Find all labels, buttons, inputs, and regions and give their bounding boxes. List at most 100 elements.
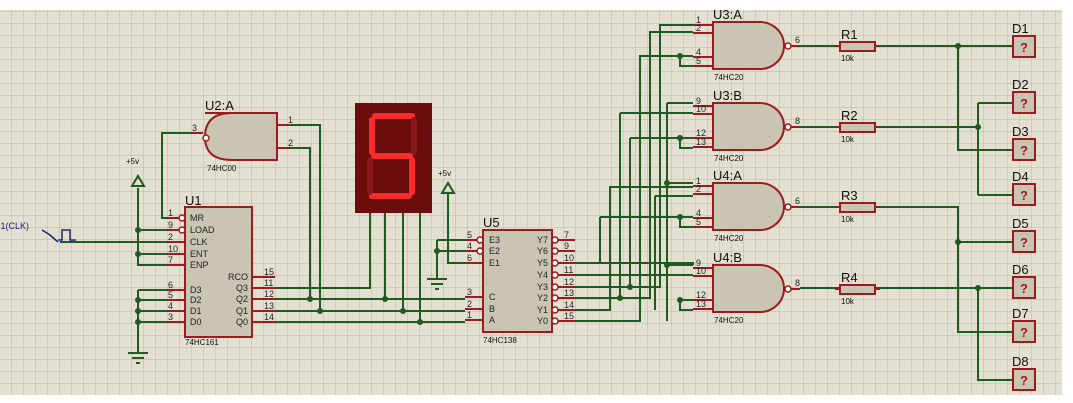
- component-ref: U4:B: [713, 250, 742, 265]
- probe-label: D3: [1012, 124, 1029, 139]
- resistor-value: 10k: [841, 54, 855, 63]
- probe-state: ?: [1020, 96, 1028, 111]
- logic-probe-d2[interactable]: D2?: [1012, 77, 1036, 114]
- power-terminal-u5[interactable]: +5v: [438, 169, 456, 194]
- pin-number: 1: [288, 115, 293, 125]
- pin-number: 5: [467, 230, 472, 240]
- part-number: 74HC20: [714, 73, 744, 82]
- part-number: 74HC00: [207, 164, 237, 173]
- probe-label: D1: [1012, 21, 1029, 36]
- logic-probe-d5[interactable]: D5?: [1012, 216, 1036, 253]
- part-number: 74HC20: [714, 316, 744, 325]
- ground-icon: [427, 278, 447, 290]
- pin-number: 12: [564, 277, 574, 287]
- pin-number: 10: [696, 266, 706, 276]
- part-number: 74HC20: [714, 154, 744, 163]
- probe-state: ?: [1020, 325, 1028, 340]
- pin-name: RCO: [228, 272, 248, 282]
- power-label: +5v: [126, 157, 139, 166]
- part-number: 74HC138: [483, 336, 517, 345]
- pin-name: Y6: [537, 246, 548, 256]
- pin-name: Q2: [236, 294, 248, 304]
- seven-segment-display[interactable]: [355, 103, 432, 222]
- ground-u5[interactable]: [427, 278, 447, 290]
- component-ref: U4:A: [713, 168, 742, 183]
- pin-number: 9: [168, 220, 173, 230]
- component-ref: U5: [483, 215, 500, 230]
- pin-number: 12: [696, 128, 706, 138]
- logic-probe-d7[interactable]: D7?: [1012, 306, 1036, 343]
- pin-name: D2: [190, 295, 202, 305]
- pin-number: 13: [696, 137, 706, 147]
- probe-state: ?: [1020, 373, 1028, 388]
- pin-name: ENT: [190, 249, 209, 259]
- component-ref: U3:A: [713, 7, 742, 22]
- logic-probe-d6[interactable]: D6?: [1012, 262, 1036, 299]
- pin-number: 14: [564, 300, 574, 310]
- clock-generator[interactable]: I1(CLK): [0, 221, 76, 243]
- power-arrow-icon: [440, 181, 456, 194]
- pin-number: 10: [564, 253, 574, 263]
- nand-gate-u2a[interactable]: U2:A 3 1 2 74HC00: [192, 98, 293, 173]
- logic-probe-d4[interactable]: D4?: [1012, 169, 1036, 206]
- probe-label: D6: [1012, 262, 1029, 277]
- logic-probe-d8[interactable]: D8?: [1012, 354, 1036, 391]
- pin-number: 4: [696, 208, 701, 218]
- pin-number: 14: [264, 312, 274, 322]
- component-ref: R3: [841, 188, 858, 203]
- probe-state: ?: [1020, 188, 1028, 203]
- pin-name: A: [489, 315, 495, 325]
- resistor-r4[interactable]: R4 10k: [835, 270, 880, 306]
- pin-name: Y4: [537, 270, 548, 280]
- pin-number: 13: [564, 288, 574, 298]
- resistor-value: 10k: [841, 297, 855, 306]
- pin-number: 1: [696, 176, 701, 186]
- pin-name: D0: [190, 317, 202, 327]
- pin-number: 13: [264, 301, 274, 311]
- pin-number: 11: [564, 265, 573, 275]
- probe-state: ?: [1020, 40, 1028, 55]
- pin-number: 15: [264, 267, 274, 277]
- pin-number: 13: [696, 299, 706, 309]
- pin-number: 1: [168, 208, 173, 218]
- probe-state: ?: [1020, 281, 1028, 296]
- pin-name: MR: [190, 213, 204, 223]
- pin-number: 9: [696, 258, 701, 268]
- pin-number: 12: [696, 290, 706, 300]
- pin-number: 5: [696, 217, 701, 227]
- pin-name: Q3: [236, 283, 248, 293]
- logic-probe-d3[interactable]: D3?: [1012, 124, 1036, 161]
- pin-number: 11: [264, 278, 273, 288]
- probe-label: D7: [1012, 306, 1029, 321]
- ground-u1[interactable]: [128, 352, 148, 364]
- power-label: +5v: [438, 169, 451, 178]
- component-ref: U3:B: [713, 88, 742, 103]
- pin-number: 3: [168, 312, 173, 322]
- part-number: 74HC20: [714, 234, 744, 243]
- component-ref: R4: [841, 270, 858, 285]
- pin-name: Y2: [537, 293, 548, 303]
- pin-number: 8: [795, 116, 800, 126]
- resistor-value: 10k: [841, 135, 855, 144]
- pin-name: Y1: [537, 305, 548, 315]
- component-ref: U2:A: [205, 98, 234, 113]
- pin-number: 12: [264, 289, 274, 299]
- probe-label: D4: [1012, 169, 1029, 184]
- pin-name: D3: [190, 285, 202, 295]
- power-terminal-u1[interactable]: +5v: [126, 157, 146, 187]
- logic-probe-d1[interactable]: D1?: [1012, 21, 1036, 58]
- pin-number: 2: [288, 138, 293, 148]
- pin-number: 3: [192, 123, 197, 133]
- pin-number: 8: [795, 278, 800, 288]
